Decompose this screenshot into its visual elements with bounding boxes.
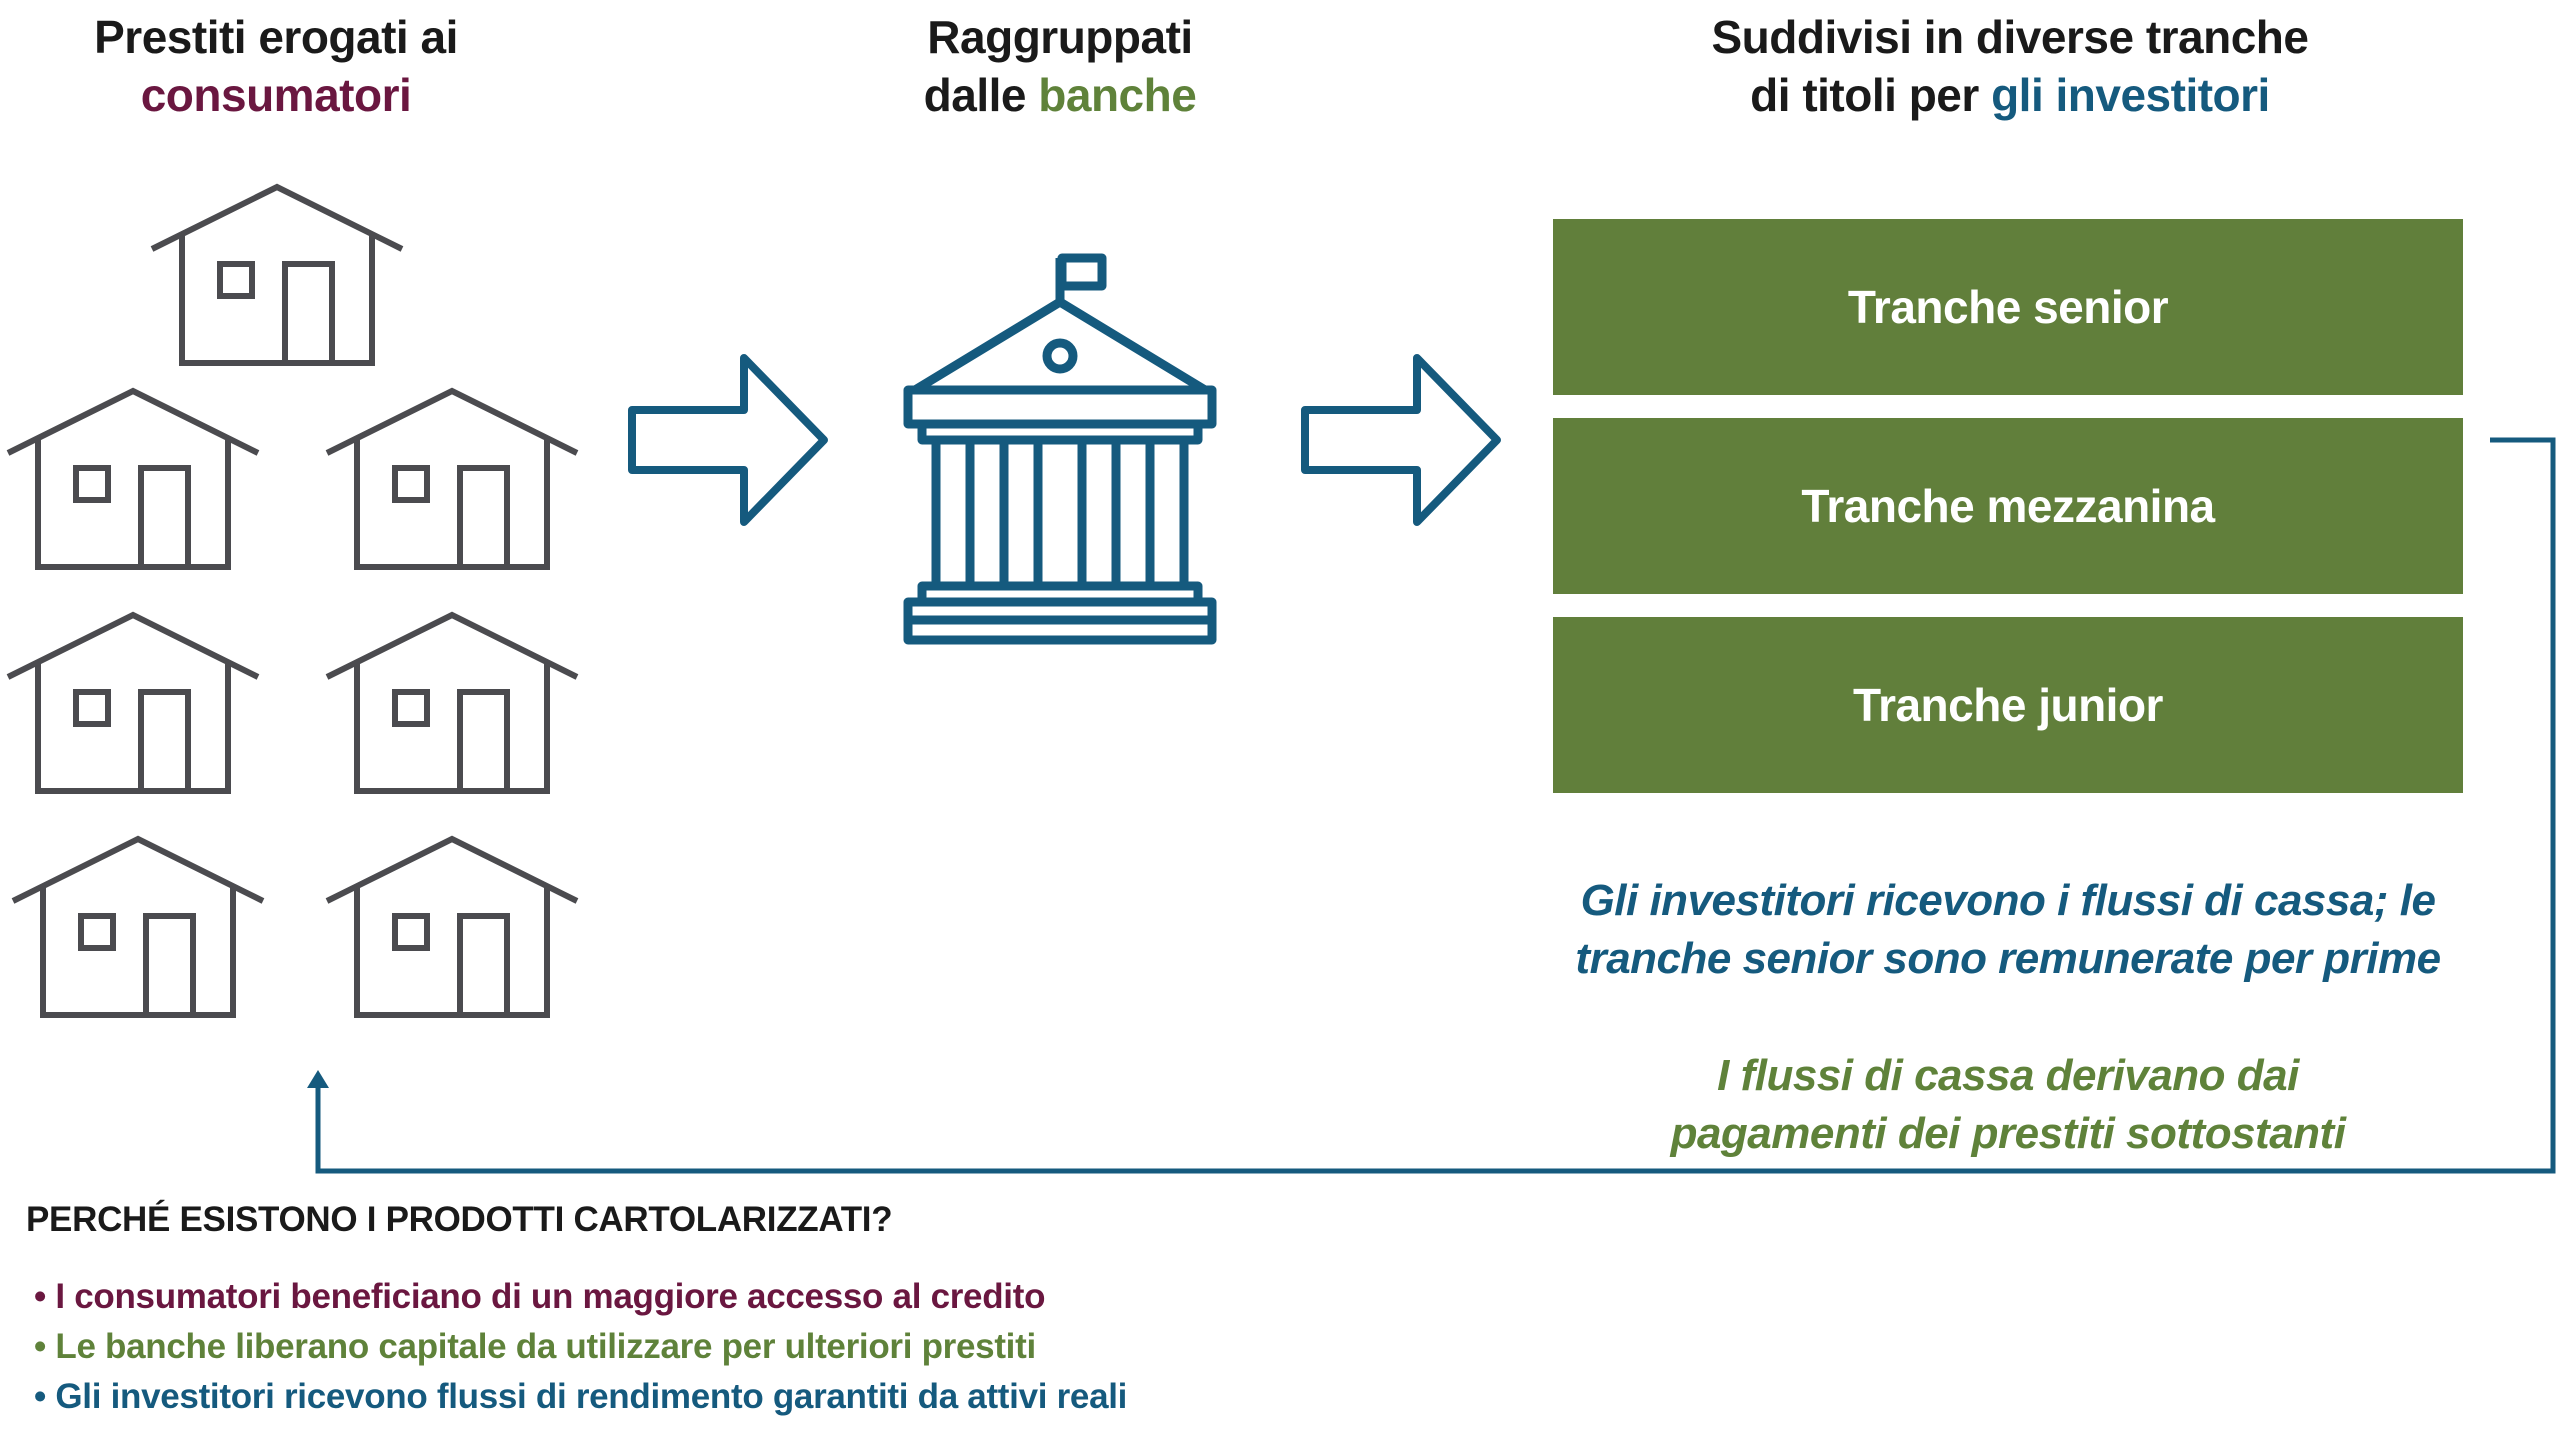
cashflow-loop-arrowhead	[307, 1070, 329, 1088]
house-icon	[152, 187, 402, 363]
house-icon	[327, 391, 577, 567]
cashflow-note-line2: pagamenti dei prestiti sottostanti	[1670, 1109, 2346, 1158]
investors-note-line1: Gli investitori ricevono i flussi di cas…	[1580, 876, 2436, 925]
banks-header: Raggruppati dalle banche	[860, 8, 1260, 124]
house-icon	[327, 615, 577, 791]
tranche-mezzanine: Tranche mezzanina	[1553, 418, 2463, 594]
cashflow-loop-line	[315, 437, 2556, 1174]
house-icon	[8, 615, 258, 791]
bank-building-icon	[903, 253, 1217, 645]
house-icon	[13, 839, 263, 1015]
banks-header-line2: dalle banche	[860, 66, 1260, 124]
consumers-header-accent: consumatori	[140, 69, 412, 121]
right-arrow-icon	[632, 358, 824, 522]
investors-cashflow-note: Gli investitori ricevono i flussi di cas…	[1500, 872, 2516, 988]
banks-header-line1: Raggruppati	[927, 11, 1193, 63]
tranche-junior: Tranche junior	[1553, 617, 2463, 793]
cashflow-source-note: I flussi di cassa derivano dai pagamenti…	[1500, 1047, 2516, 1163]
consumers-header-line1: Prestiti erogati ai	[94, 11, 458, 63]
house-icon	[327, 839, 577, 1015]
banks-header-prefix: dalle	[923, 69, 1039, 121]
banks-header-accent: banche	[1038, 69, 1197, 121]
cashflow-note-line1: I flussi di cassa derivano dai	[1717, 1051, 2299, 1100]
investors-header-line1: Suddivisi in diverse tranche	[1711, 11, 2309, 63]
right-arrow-icon	[1305, 358, 1497, 522]
investors-header-accent: gli investitori	[1991, 69, 2270, 121]
why-bullet-banks: • Le banche liberano capitale da utilizz…	[34, 1327, 1036, 1366]
tranche-senior: Tranche senior	[1553, 219, 2463, 395]
house-icon	[8, 391, 258, 567]
why-title: PERCHÉ ESISTONO I PRODOTTI CARTOLARIZZAT…	[26, 1200, 893, 1239]
consumers-header: Prestiti erogati ai consumatori	[26, 8, 526, 124]
investors-header-line2: di titoli per gli investitori	[1560, 66, 2460, 124]
investors-header-prefix: di titoli per	[1750, 69, 1992, 121]
investors-header: Suddivisi in diverse tranche di titoli p…	[1560, 8, 2460, 124]
investors-note-line2: tranche senior sono remunerate per prime	[1575, 934, 2441, 983]
why-bullet-consumers: • I consumatori beneficiano di un maggio…	[34, 1277, 1046, 1316]
why-bullet-investors: • Gli investitori ricevono flussi di ren…	[34, 1377, 1128, 1416]
